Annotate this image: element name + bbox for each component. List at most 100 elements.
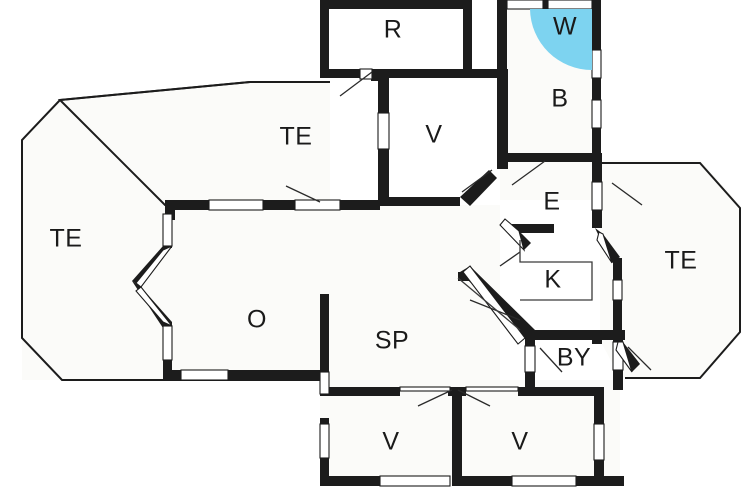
te-right-outline	[600, 162, 741, 379]
wall-b-right-a	[592, 0, 601, 50]
room-label-w: W	[553, 13, 577, 41]
window-vlow-bottom-a	[379, 475, 451, 487]
window-bay-diag-a	[135, 245, 173, 288]
window-e-diag	[499, 218, 526, 252]
wall-vlow-top-c	[518, 387, 536, 396]
door-swing-arcs	[285, 71, 652, 407]
door-e-right	[591, 181, 603, 211]
swing-by-left	[539, 347, 563, 373]
room-label-v-upper: V	[425, 121, 442, 149]
room-label-by: BY	[557, 344, 591, 372]
room-label-te-upper: TE	[280, 123, 313, 151]
wall-vlow-top-a	[320, 387, 400, 396]
door-teupper-b	[294, 199, 341, 211]
window-vlow-bottom-b	[511, 475, 577, 487]
wall-by-left-a	[525, 330, 535, 352]
window-r-bottom	[359, 68, 373, 80]
door-by-left	[524, 345, 536, 373]
window-o-bottom	[180, 369, 229, 381]
window-k-diag	[596, 231, 613, 264]
wall-e-right-a	[592, 162, 602, 182]
wall-vlow-bottom-a	[320, 476, 380, 486]
wall-r-bottom-a	[320, 69, 360, 78]
wall-teupper-c	[340, 200, 380, 210]
wall-e-right-b	[592, 210, 602, 228]
wet-area-quarter-circle	[530, 9, 592, 70]
wall-k-right-b	[613, 300, 622, 334]
window-vlow-right	[593, 423, 605, 461]
wall-b-right-b	[592, 78, 601, 100]
lower-block-fill	[320, 380, 620, 485]
window-openings	[135, 0, 633, 487]
wall-by-right-b	[613, 368, 623, 390]
window-teupper-a	[208, 199, 264, 211]
window-bay-a	[162, 213, 173, 247]
swing-r	[339, 71, 373, 97]
wall-outer-right-stub	[592, 330, 602, 344]
kitchen-counter	[519, 240, 593, 301]
te-left-fill	[22, 82, 330, 380]
window-b-right-a	[591, 49, 602, 79]
window-by-diag	[615, 341, 633, 373]
wall-vlow-divider	[452, 387, 462, 485]
swing-vlow-left	[417, 389, 453, 407]
swing-b	[511, 160, 546, 186]
room-label-e: E	[543, 188, 560, 216]
wall-o-bottom-a	[163, 370, 181, 380]
wall-sp-k-diag-stub	[458, 272, 472, 281]
wall-v-upper-top	[378, 69, 508, 78]
room-label-te-right: TE	[665, 247, 698, 275]
wall-by-left-b	[525, 370, 535, 392]
door-v-upper-left	[377, 112, 390, 150]
wall-sp-left-a	[320, 294, 329, 372]
wall-teupper-corner	[165, 200, 175, 220]
room-label-k: K	[544, 266, 561, 294]
room-label-v-low-l: V	[382, 428, 399, 456]
wall-vlow-right-a	[594, 387, 604, 427]
wall-k-right-a	[613, 258, 622, 280]
wall-by-right-a	[613, 330, 623, 342]
room-label-v-low-r: V	[511, 428, 528, 456]
room-label-o: O	[247, 306, 267, 334]
sp-diagonal-hairline	[457, 277, 521, 331]
wall-e-top	[508, 153, 602, 162]
wall-vlow-bottom-b	[452, 476, 512, 486]
wall-r-right	[463, 0, 472, 78]
opening-sp-vlow-b	[465, 386, 519, 392]
swing-sp-diag	[469, 299, 521, 321]
room-labels: R W B TE V TE E K TE O SP BY V V	[50, 13, 698, 456]
room-label-te-left: TE	[50, 225, 83, 253]
swing-by-right	[627, 346, 652, 371]
wall-vlow-top-d	[536, 387, 604, 396]
te-right-fill	[600, 160, 740, 378]
room-label-b: B	[551, 85, 568, 113]
swing-e	[611, 182, 643, 206]
wall-e-bottom-stub	[512, 224, 554, 233]
swing-v-upper	[461, 169, 493, 193]
swing-vlow-right	[457, 389, 491, 407]
wall-v-upper-right	[497, 69, 508, 169]
te-left-outline	[21, 81, 320, 381]
room-label-r: R	[384, 16, 403, 44]
room-label-sp: SP	[375, 327, 409, 355]
wall-teupper-b	[263, 200, 295, 210]
wall-vlow-right-b	[594, 458, 604, 486]
window-vlow-left	[319, 423, 330, 459]
window-b-top-b	[547, 0, 593, 10]
wall-v-upper-bottom	[378, 197, 460, 206]
window-b-right-b	[591, 99, 602, 129]
wall-by-top	[525, 330, 625, 340]
window-k-right	[612, 279, 623, 301]
swing-k	[499, 251, 521, 267]
wall-v-upper-diag	[460, 170, 497, 206]
window-bay-b	[162, 325, 173, 361]
window-bay-diag-b	[135, 286, 173, 327]
door-sp-o	[319, 371, 330, 395]
wall-r-top	[320, 0, 472, 9]
wall-teupper-a	[165, 200, 209, 210]
wall-r-left	[320, 0, 329, 78]
wall-o-bottom-b	[228, 370, 320, 380]
window-b-top-a	[506, 0, 544, 10]
